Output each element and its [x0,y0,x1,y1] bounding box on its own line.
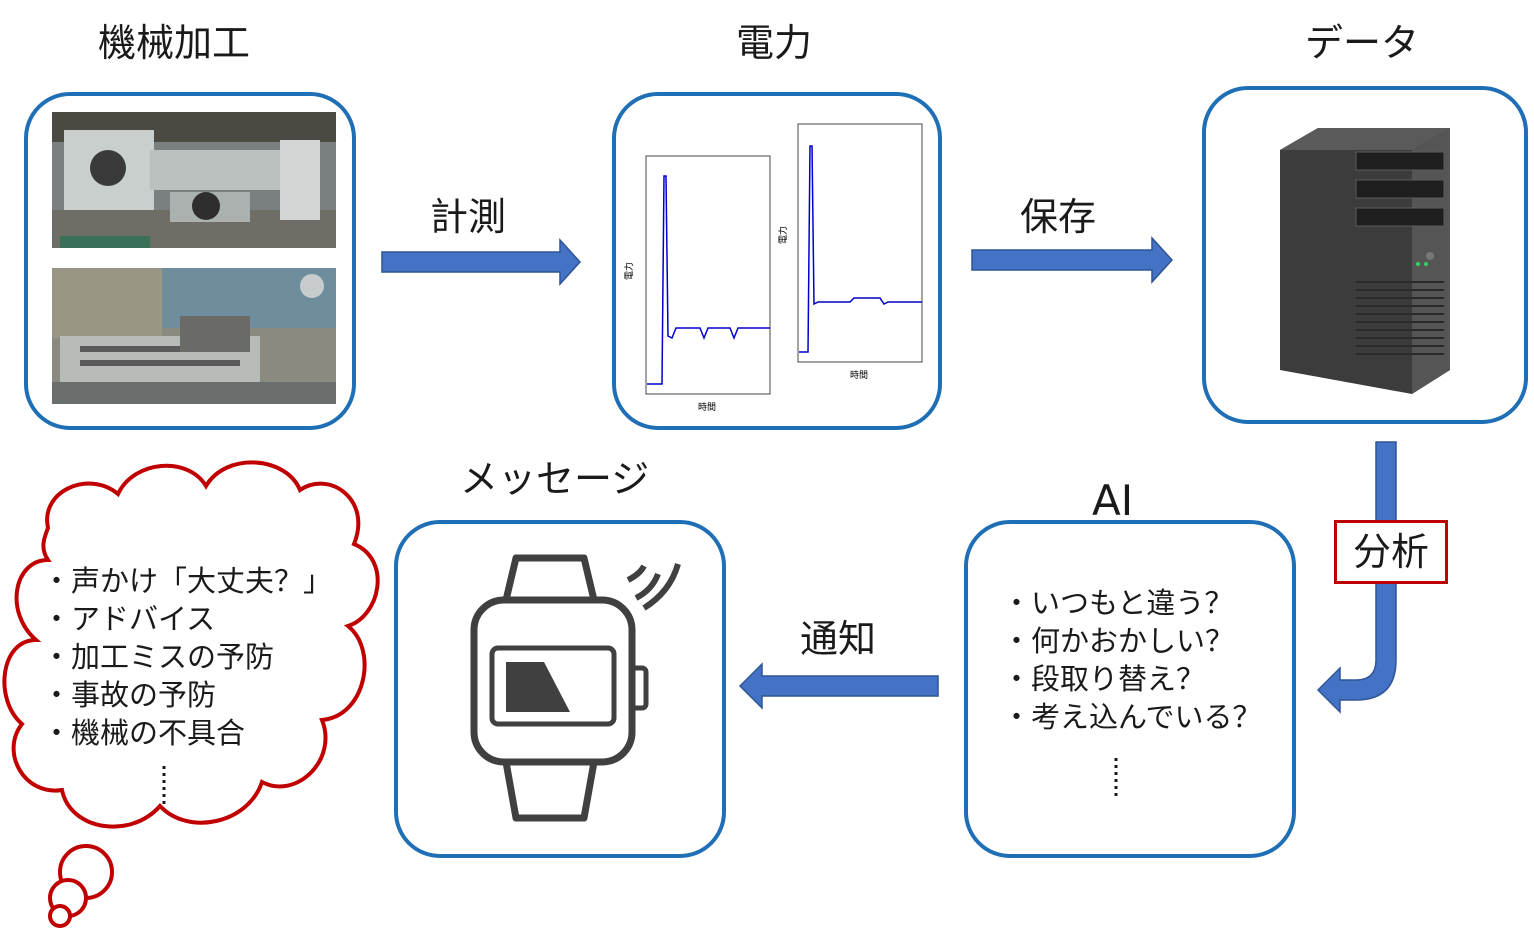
title-power: 電力 [736,21,813,65]
thought-bubble-small [48,904,72,928]
title-data: データ [1305,21,1420,65]
cloud-list-item: ・加工ミスの予防 [42,640,275,674]
ai-list-item: ・段取り替え？ [1002,662,1206,696]
smartwatch-icon [470,554,681,822]
ai-list-item: ・いつもと違う？ [1002,586,1234,620]
lathe-machine-photo [52,112,336,248]
cloud-list-item: ・アドバイス [42,602,216,636]
arrow-measure [381,238,582,286]
ai-list-item: ・何かおかしい？ [1002,624,1235,658]
server-tower-icon [1280,128,1450,394]
ai-box [964,520,1296,858]
power-chart-right: 電力 時間 [777,123,923,381]
title-message: メッセージ [460,457,650,501]
signal-line [647,175,770,385]
thought-cloud [2,460,380,829]
arrow-save [971,236,1174,284]
ai-list: ・いつもと違う？ ・何かおかしい？ ・段取り替え？ ・考え込んでいる？ [1002,584,1262,736]
title-ai: AI [1092,476,1134,525]
label-measure: 計測 [430,195,507,239]
left-xlabel: 時間 [698,402,716,413]
label-notify: 通知 [800,617,877,661]
label-analyze: 分析 [1334,520,1448,584]
cloud-list-item: ・声かけ「大丈夫？」 [42,564,333,598]
arrow-notify [738,662,939,710]
label-save: 保存 [1020,195,1097,239]
cloud-list-item: ・事故の予防 [42,678,217,712]
power-chart-left: 電力 時間 [623,155,771,413]
right-xlabel: 時間 [850,370,868,381]
signal-line [799,145,922,353]
cloud-list: ・声かけ「大丈夫？」 ・アドバイス ・加工ミスの予防 ・事故の予防 ・機械の不具… [42,562,332,752]
title-machining: 機械加工 [98,21,251,65]
left-ylabel: 電力 [623,262,635,280]
arrow-analyze [1316,441,1397,714]
milling-machine-photo [52,268,336,404]
watch-screen-fill [506,662,570,712]
right-ylabel: 電力 [777,226,789,244]
ai-list-item: ・考え込んでいる？ [1002,700,1262,734]
cloud-list-item: ・機械の不具合 [42,716,246,750]
